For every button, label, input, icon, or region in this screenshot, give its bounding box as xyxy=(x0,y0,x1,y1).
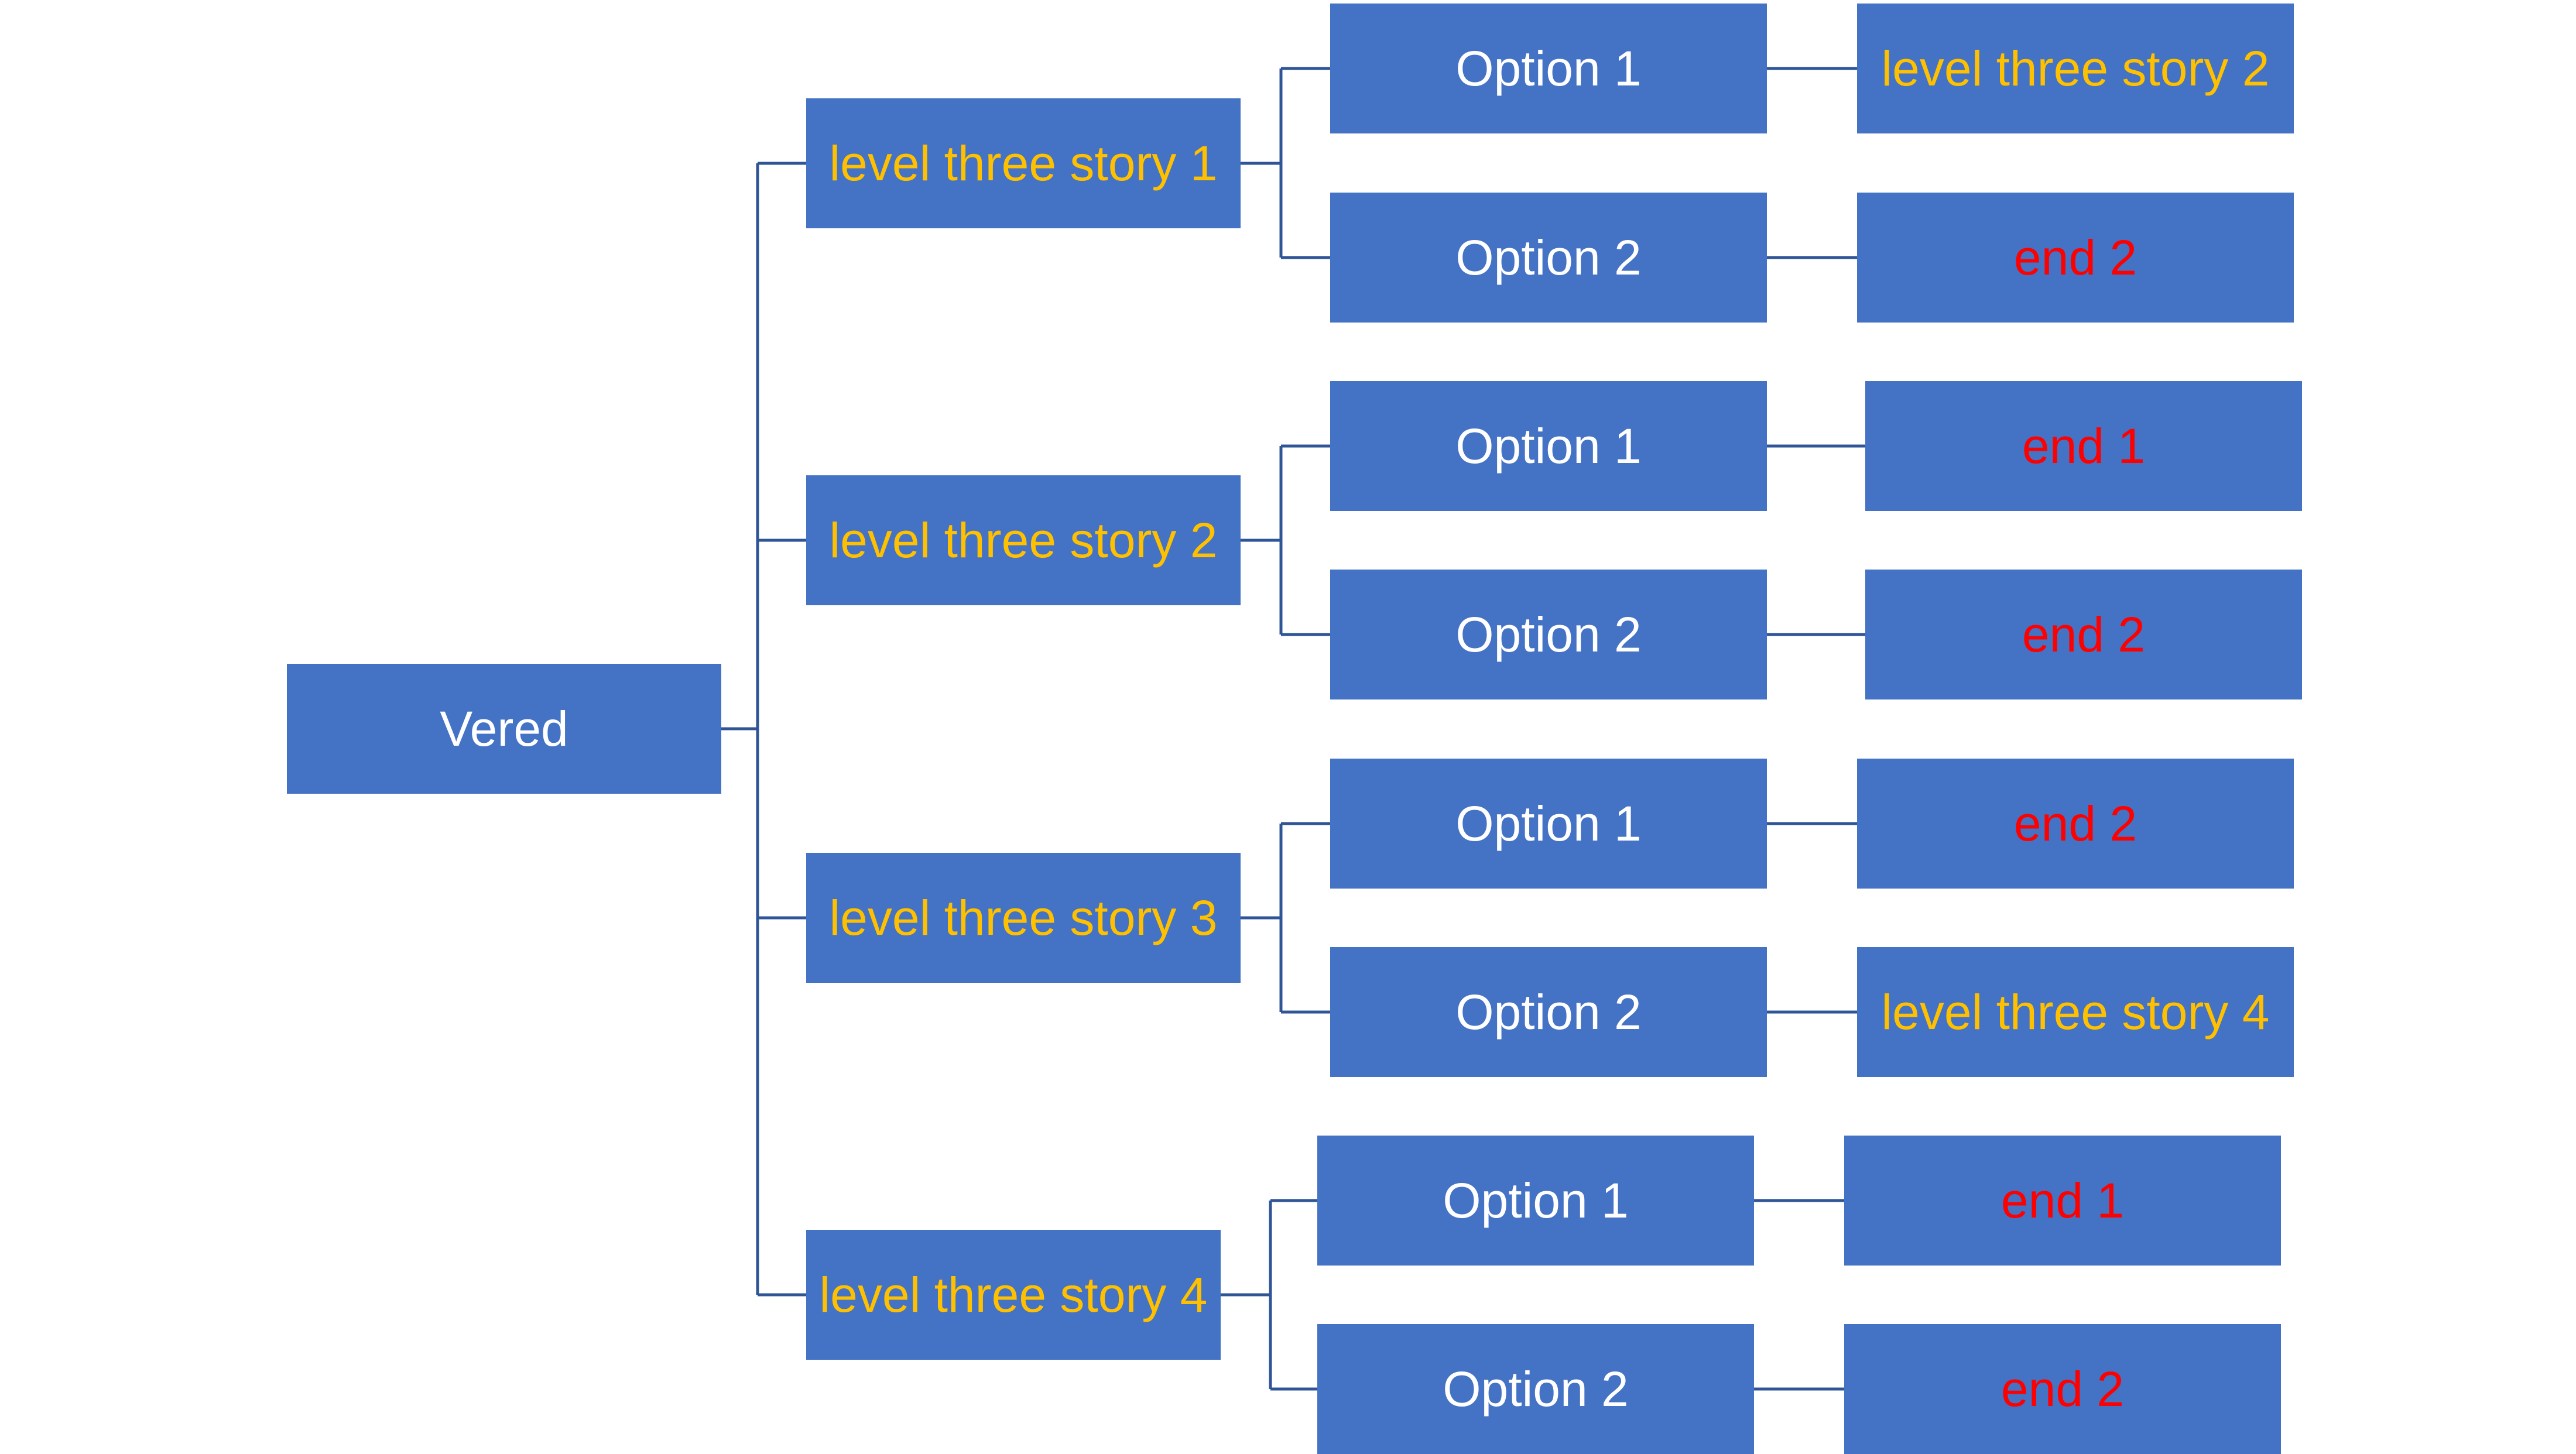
option-node-1-1: Option 1 xyxy=(1330,4,1767,133)
outcome-node-4-1: end 1 xyxy=(1844,1136,2281,1266)
outcome-node-2-2: end 2 xyxy=(1865,570,2302,699)
story-node-2: level three story 2 xyxy=(806,475,1241,605)
option-node-4-1: Option 1 xyxy=(1317,1136,1754,1266)
story-node-4: level three story 4 xyxy=(806,1230,1221,1360)
story-node-3: level three story 3 xyxy=(806,853,1241,983)
outcome-node-3-1: end 2 xyxy=(1857,759,2294,889)
root-node: Vered xyxy=(287,664,721,794)
option-node-2-2: Option 2 xyxy=(1330,570,1767,699)
outcome-node-1-1: level three story 2 xyxy=(1857,4,2294,133)
outcome-node-2-1: end 1 xyxy=(1865,381,2302,511)
outcome-node-1-2: end 2 xyxy=(1857,193,2294,323)
option-node-2-1: Option 1 xyxy=(1330,381,1767,511)
outcome-node-3-2: level three story 4 xyxy=(1857,947,2294,1077)
option-node-3-2: Option 2 xyxy=(1330,947,1767,1077)
outcome-node-4-2: end 2 xyxy=(1844,1324,2281,1454)
option-node-3-1: Option 1 xyxy=(1330,759,1767,889)
option-node-4-2: Option 2 xyxy=(1317,1324,1754,1454)
story-node-1: level three story 1 xyxy=(806,98,1241,228)
option-node-1-2: Option 2 xyxy=(1330,193,1767,323)
